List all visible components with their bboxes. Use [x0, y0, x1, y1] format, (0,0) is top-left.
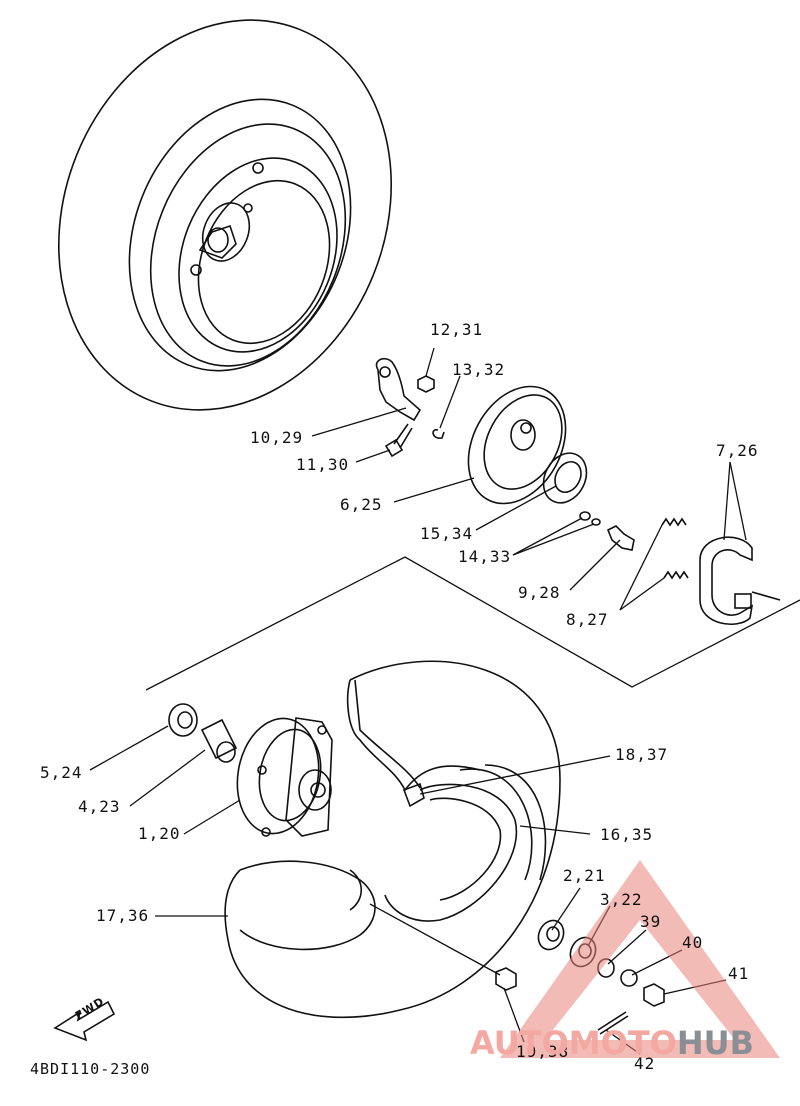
callout-6-25: 6,25 — [340, 495, 383, 514]
callout-9-28: 9,28 — [518, 583, 561, 602]
callout-16-35: 16,35 — [600, 825, 654, 844]
o-ring — [579, 511, 591, 521]
bolt-11 — [384, 423, 413, 458]
washer-40 — [620, 969, 638, 987]
callout-1-20: 1,20 — [138, 824, 181, 843]
bearing-2 — [537, 919, 565, 951]
callout-4-23: 4,23 — [78, 797, 121, 816]
upper-wheel-assembly — [58, 19, 392, 411]
callout-14-33: 14,33 — [458, 547, 512, 566]
wheel-hub — [236, 717, 333, 837]
callout-7-26: 7,26 — [716, 441, 759, 460]
part-code: 4BDI110-2300 — [30, 1060, 151, 1078]
watermark-triangle — [500, 860, 780, 1058]
callout-10-29: 10,29 — [250, 428, 304, 447]
cotter-pin-42 — [597, 1011, 629, 1035]
callout-8-27: 8,27 — [566, 610, 609, 629]
callout-11-30: 11,30 — [296, 455, 350, 474]
callout-39: 39 — [640, 912, 662, 931]
brake-cam — [606, 525, 635, 551]
callout-42: 42 — [634, 1054, 656, 1073]
callout-17-36: 17,36 — [96, 906, 150, 925]
callout-19-38: 19,38 — [516, 1042, 570, 1061]
lower-tire — [224, 660, 561, 1019]
assembly-boundary — [145, 556, 800, 691]
clip-13 — [432, 429, 445, 439]
brake-arm — [375, 358, 422, 422]
watermark-text: AUTOMOTOHUB — [470, 1024, 754, 1062]
spring — [663, 570, 689, 580]
callout-12-31: 12,31 — [430, 320, 484, 339]
callout-41: 41 — [728, 964, 750, 983]
callout-40: 40 — [682, 933, 704, 952]
nut-12 — [417, 375, 435, 393]
o-ring — [591, 518, 601, 526]
callout-15-34: 15,34 — [420, 524, 474, 543]
brake-plate — [467, 385, 567, 505]
castle-nut-41 — [643, 983, 665, 1007]
spacer-4 — [200, 718, 238, 763]
valve — [402, 782, 425, 808]
oil-seal — [542, 452, 588, 504]
spring — [661, 517, 687, 527]
watermark-part1: AUTOMOTO — [470, 1024, 677, 1062]
callout-2-21: 2,21 — [563, 866, 606, 885]
fwd-arrow — [53, 1000, 116, 1042]
watermark-part2: HUB — [676, 1024, 755, 1062]
bearing-5 — [168, 703, 198, 737]
leader-lines — [89, 347, 747, 1055]
callout-13-32: 13,32 — [452, 360, 506, 379]
callout-3-22: 3,22 — [600, 890, 643, 909]
callout-5-24: 5,24 — [40, 763, 83, 782]
brake-shoes — [699, 536, 781, 626]
callout-18-37: 18,37 — [615, 745, 669, 764]
nut-19 — [495, 967, 517, 991]
